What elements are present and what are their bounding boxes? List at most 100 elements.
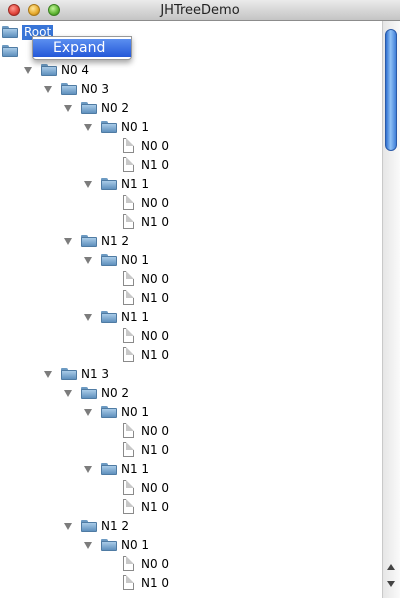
tree-node-label: N0 0 [141,329,170,343]
tree-folder-node[interactable]: N0 3 [0,80,382,99]
tree-folder-node[interactable]: N1 1 [0,460,382,479]
close-window-button[interactable] [8,4,20,16]
expanded-triangle-icon[interactable] [64,390,72,397]
tree-folder-node[interactable]: N0 1 [0,536,382,555]
window-titlebar[interactable]: JHTreeDemo [0,0,400,21]
tree-node-label: N0 2 [101,101,130,115]
tree-node-label: N1 0 [141,348,170,362]
tree-leaf-node[interactable]: N1 0 [0,289,382,308]
expanded-triangle-icon[interactable] [84,542,92,549]
file-icon [123,138,134,153]
tree-folder-node[interactable]: N0 1 [0,403,382,422]
folder-icon [101,463,117,475]
folder-icon [81,387,97,399]
tree-leaf-node[interactable]: N0 0 [0,555,382,574]
tree-node-label: N1 0 [141,158,170,172]
tree-node-label: N1 1 [121,462,150,476]
tree-node-label: N1 0 [141,576,170,590]
tree-folder-node[interactable]: N1 1 [0,175,382,194]
tree-leaf-node[interactable]: N0 0 [0,422,382,441]
tree-leaf-node[interactable]: N1 0 [0,498,382,517]
expanded-triangle-icon[interactable] [84,181,92,188]
file-icon [123,423,134,438]
tree-node-label: N0 0 [141,272,170,286]
expanded-triangle-icon[interactable] [64,523,72,530]
scrollbar-thumb[interactable] [385,29,397,151]
tree-node-label: N0 1 [121,405,150,419]
tree-leaf-node[interactable]: N0 0 [0,327,382,346]
tree-folder-node[interactable] [0,42,382,61]
tree-leaf-node[interactable]: N0 0 [0,137,382,156]
tree-node-label: N1 1 [121,310,150,324]
tree-folder-node[interactable]: N0 2 [0,99,382,118]
tree-leaf-node[interactable]: N1 0 [0,156,382,175]
tree-leaf-node[interactable]: N1 0 [0,574,382,593]
tree-folder-node[interactable]: N0 4 [0,61,382,80]
expanded-triangle-icon[interactable] [84,409,92,416]
expanded-triangle-icon[interactable] [44,371,52,378]
scroll-down-arrow-icon[interactable] [387,581,395,587]
tree-node-label: N1 0 [141,291,170,305]
tree-node-label: N0 1 [121,538,150,552]
folder-icon [41,64,57,76]
tree-node-label: N0 0 [141,557,170,571]
tree-leaf-node[interactable]: N1 0 [0,441,382,460]
file-icon [123,499,134,514]
tree-leaf-node[interactable]: N1 0 [0,213,382,232]
tree-node-label: N1 0 [141,500,170,514]
expanded-triangle-icon[interactable] [44,86,52,93]
folder-icon [2,26,18,38]
expanded-triangle-icon[interactable] [64,105,72,112]
tree-folder-node[interactable]: N1 3 [0,365,382,384]
menu-item-expand[interactable]: Expand [33,39,131,57]
tree-node-label: N1 2 [101,234,130,248]
folder-icon [101,254,117,266]
tree-folder-node[interactable]: N1 1 [0,308,382,327]
zoom-window-button[interactable] [48,4,60,16]
tree-node-label: N0 0 [141,139,170,153]
context-menu: Expand [32,36,132,60]
folder-icon [101,539,117,551]
file-icon [123,442,134,457]
tree-leaf-node[interactable]: N1 0 [0,346,382,365]
tree-node-label: N0 0 [141,481,170,495]
tree-node-label: N1 0 [141,443,170,457]
file-icon [123,328,134,343]
tree-node-label: N0 1 [121,253,150,267]
tree-leaf-node[interactable]: N0 0 [0,194,382,213]
folder-icon [61,368,77,380]
tree-node-label: N1 0 [141,215,170,229]
expanded-triangle-icon[interactable] [24,67,32,74]
tree-node-label: N0 0 [141,196,170,210]
expanded-triangle-icon[interactable] [64,238,72,245]
folder-icon [81,102,97,114]
scroll-up-arrow-icon[interactable] [387,564,395,570]
tree-folder-node[interactable]: N1 2 [0,232,382,251]
file-icon [123,271,134,286]
file-icon [123,556,134,571]
tree-node-label: N0 3 [81,82,110,96]
tree-folder-node[interactable]: N0 2 [0,384,382,403]
file-icon [123,575,134,590]
folder-icon [2,45,18,57]
expanded-triangle-icon[interactable] [84,466,92,473]
tree-folder-node[interactable]: N0 1 [0,118,382,137]
folder-icon [101,311,117,323]
tree-node-label: N1 3 [81,367,110,381]
vertical-scrollbar[interactable] [382,21,400,598]
folder-icon [101,121,117,133]
expanded-triangle-icon[interactable] [84,314,92,321]
expanded-triangle-icon[interactable] [84,257,92,264]
folder-icon [81,520,97,532]
minimize-window-button[interactable] [28,4,40,16]
file-icon [123,214,134,229]
folder-icon [81,235,97,247]
tree-node-label: N1 1 [121,177,150,191]
tree-leaf-node[interactable]: N0 0 [0,270,382,289]
tree-folder-node[interactable]: N0 1 [0,251,382,270]
tree-folder-node[interactable]: N1 2 [0,517,382,536]
tree-leaf-node[interactable]: N0 0 [0,479,382,498]
tree-node-label: N0 4 [61,63,90,77]
expanded-triangle-icon[interactable] [84,124,92,131]
